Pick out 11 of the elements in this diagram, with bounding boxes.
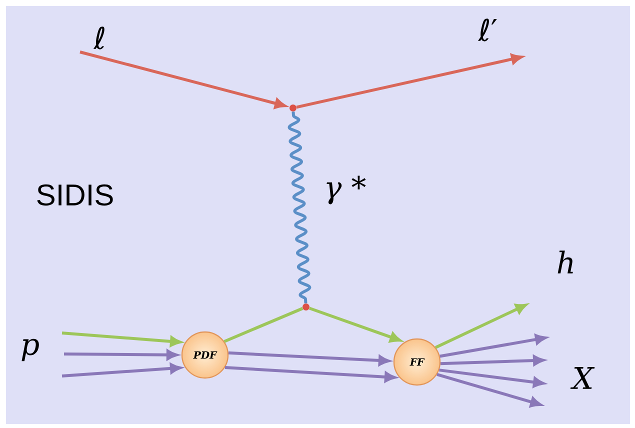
vertex-dot <box>290 104 296 112</box>
lepton-symbol: ℓ <box>93 26 104 50</box>
math-symbol: γ * <box>326 176 366 204</box>
sidis-label: SIDIS <box>37 184 113 206</box>
vertex-dot <box>302 304 310 310</box>
math-symbol: X <box>570 367 595 389</box>
math-symbol: h <box>558 250 573 274</box>
math-symbol: p <box>22 338 39 362</box>
lepton-symbol: ℓ′ <box>478 18 497 42</box>
line <box>224 307 304 343</box>
wavy-line <box>288 112 312 304</box>
